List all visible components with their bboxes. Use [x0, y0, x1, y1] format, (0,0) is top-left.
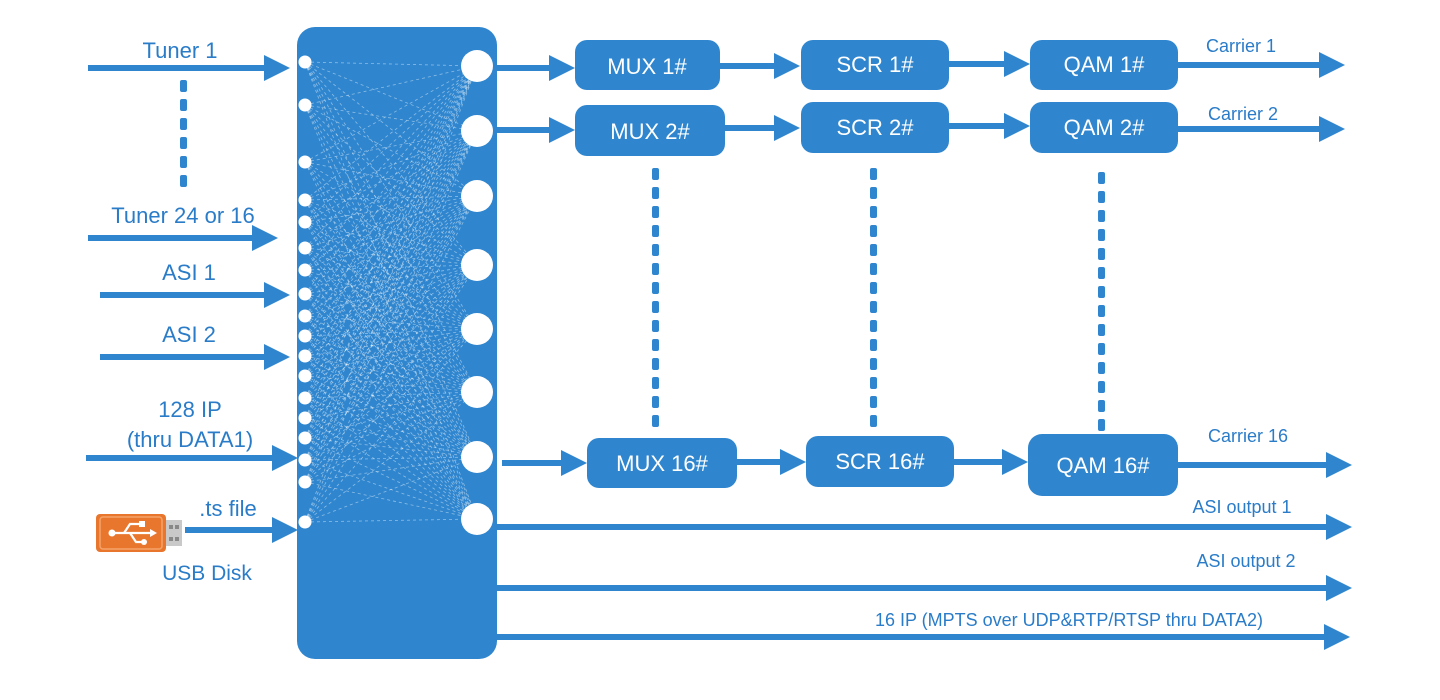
arrow-matrix-mux16 — [502, 450, 587, 476]
qam-label-1: QAM 1# — [1064, 52, 1145, 77]
arrow-qam16-carrier16 — [1178, 452, 1352, 478]
input-label-ip: 128 IP — [158, 397, 222, 422]
carrier-label-2: Carrier 2 — [1208, 104, 1278, 124]
ellipsis-tuners — [180, 80, 187, 187]
mux-box-16 — [587, 438, 737, 488]
qam-box-1 — [1030, 40, 1178, 90]
arrow-scr1-qam1 — [949, 51, 1030, 77]
mux-label-2: MUX 2# — [610, 119, 690, 144]
input-label-tuner-1: Tuner 1 — [142, 38, 217, 63]
matrix-input-ports — [298, 55, 312, 529]
input-label-ts-file: .ts file — [199, 496, 256, 521]
output-label-asi-1: ASI output 1 — [1192, 497, 1291, 517]
switch-matrix — [297, 27, 497, 659]
input-label-asi-1: ASI 1 — [162, 260, 216, 285]
ellipsis-qam — [1098, 172, 1105, 431]
carrier-label-16: Carrier 16 — [1208, 426, 1288, 446]
qam-label-16: QAM 16# — [1057, 453, 1151, 478]
output-label-asi-2: ASI output 2 — [1196, 551, 1295, 571]
scr-box-2 — [801, 102, 949, 153]
arrow-asi-2 — [100, 344, 290, 370]
ellipsis-dots — [180, 80, 1105, 431]
mux-label-1: MUX 1# — [607, 54, 687, 79]
arrow-ip-output — [497, 624, 1350, 650]
scr-label-1: SCR 1# — [836, 52, 914, 77]
arrow-qam1-carrier1 — [1178, 52, 1345, 78]
output-label-ip: 16 IP (MPTS over UDP&RTP/RTSP thru DATA2… — [875, 610, 1263, 630]
signal-arrows — [86, 51, 1352, 650]
input-label-asi-2: ASI 2 — [162, 322, 216, 347]
arrow-matrix-mux1 — [497, 55, 575, 81]
scr-box-16 — [806, 436, 954, 487]
ellipsis-scr — [870, 168, 877, 427]
arrow-asi-1 — [100, 282, 290, 308]
arrow-ip-in — [86, 445, 298, 471]
mux-box-2 — [575, 105, 725, 156]
mux-box-1 — [575, 40, 720, 90]
arrow-tuner-last — [88, 225, 278, 251]
arrow-matrix-mux2 — [497, 117, 575, 143]
arrow-asi-output-2 — [497, 575, 1352, 601]
scr-label-16: SCR 16# — [835, 449, 925, 474]
carrier-label-1: Carrier 1 — [1206, 36, 1276, 56]
arrow-asi-output-1 — [497, 514, 1352, 540]
arrow-scr16-qam16 — [954, 449, 1028, 475]
arrow-scr2-qam2 — [949, 113, 1030, 139]
ellipsis-mux — [652, 168, 659, 427]
arrow-mux1-scr1 — [720, 53, 800, 79]
input-label-ip-sub: (thru DATA1) — [127, 427, 253, 452]
usb-icon — [96, 514, 182, 552]
qam-box-16 — [1028, 434, 1178, 496]
arrow-qam2-carrier2 — [1178, 116, 1345, 142]
matrix-mesh — [304, 61, 478, 523]
scr-label-2: SCR 2# — [836, 115, 914, 140]
scr-box-1 — [801, 40, 949, 90]
qam-box-2 — [1030, 102, 1178, 153]
input-label-usb-disk: USB Disk — [162, 562, 252, 585]
arrow-mux2-scr2 — [725, 115, 800, 141]
input-label-tuner-last: Tuner 24 or 16 — [111, 203, 255, 228]
matrix-output-ports — [461, 50, 493, 535]
mux-label-16: MUX 16# — [616, 451, 708, 476]
arrow-tuner-1 — [88, 55, 290, 81]
arrow-ts-file — [185, 517, 298, 543]
arrow-mux16-scr16 — [737, 449, 806, 475]
qam-label-2: QAM 2# — [1064, 115, 1145, 140]
